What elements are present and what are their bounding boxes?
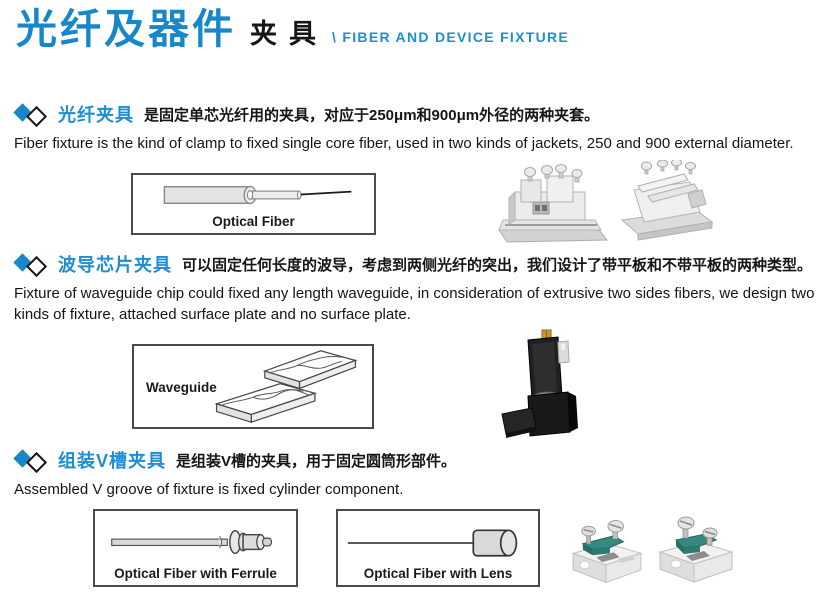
section-title-row: 光纤夹具 是固定单芯光纤用的夹具，对应于250μm和900μm外径的两种夹套。 (13, 101, 837, 128)
section-title: 组装V槽夹具 (58, 451, 167, 471)
waveguide-fixture-photo (501, 329, 578, 438)
figure-label: Optical Fiber with Ferrule (114, 566, 277, 581)
diamond-icon (13, 447, 48, 474)
figure-label: Optical Fiber (212, 214, 295, 229)
section-title-row: 波导芯片夹具 可以固定任何长度的波导，考虑到两侧光纤的突出，我们设计了带平板和不… (13, 251, 837, 278)
diamond-icon (13, 251, 48, 278)
optical-fiber-drawing (163, 185, 351, 205)
section-title-row: 组装V槽夹具 是组装V槽的夹具，用于固定圆筒形部件。 (13, 447, 837, 474)
fiber-fixture-photo-2 (620, 160, 714, 241)
section-title: 光纤夹具 (58, 105, 134, 125)
figure-fiber-lens: Optical Fiber with Lens (336, 509, 540, 587)
lens-drawing (347, 529, 518, 557)
diamond-icon (13, 101, 48, 128)
vgroove-fixture-photo-1 (571, 519, 643, 584)
figure-waveguide: Waveguide (132, 344, 374, 429)
page-subtitle-en: \ FIBER AND DEVICE FIXTURE (332, 29, 570, 46)
section-desc-cn: 是固定单芯光纤用的夹具，对应于250μm和900μm外径的两种夹套。 (144, 106, 600, 124)
page-title-cn: 光纤及器件 (16, 6, 236, 52)
section-title: 波导芯片夹具 (58, 255, 172, 275)
section-desc-en: Assembled V groove of fixture is fixed c… (14, 481, 404, 498)
figure-label: Waveguide (146, 380, 217, 395)
section-fiber-fixture: 光纤夹具 是固定单芯光纤用的夹具，对应于250μm和900μm外径的两种夹套。 … (0, 101, 837, 154)
ferrule-drawing (110, 530, 272, 555)
section-vgroove-fixture: 组装V槽夹具 是组装V槽的夹具，用于固定圆筒形部件。 Assembled V g… (0, 447, 837, 500)
section-desc-en: Fiber fixture is the kind of clamp to fi… (14, 135, 794, 152)
figure-fiber-ferrule: Optical Fiber with Ferrule (93, 509, 298, 587)
figure-optical-fiber: Optical Fiber (131, 173, 376, 235)
section-desc-cn: 是组装V槽的夹具，用于固定圆筒形部件。 (176, 452, 457, 470)
section-desc-en: Fixture of waveguide chip could fixed an… (14, 285, 815, 324)
figure-label: Optical Fiber with Lens (363, 566, 513, 581)
page-header: 光纤及器件 夹具 \ FIBER AND DEVICE FIXTURE (16, 6, 569, 53)
fiber-fixture-photo-1 (498, 164, 609, 243)
waveguide-drawing (214, 350, 358, 424)
page-subtitle-cn: 夹具 (250, 19, 328, 50)
section-desc-cn: 可以固定任何长度的波导，考虑到两侧光纤的突出，我们设计了带平板和不带平板的两种类… (182, 256, 813, 274)
section-waveguide-fixture: 波导芯片夹具 可以固定任何长度的波导，考虑到两侧光纤的突出，我们设计了带平板和不… (0, 251, 837, 326)
vgroove-fixture-photo-2 (658, 516, 734, 583)
